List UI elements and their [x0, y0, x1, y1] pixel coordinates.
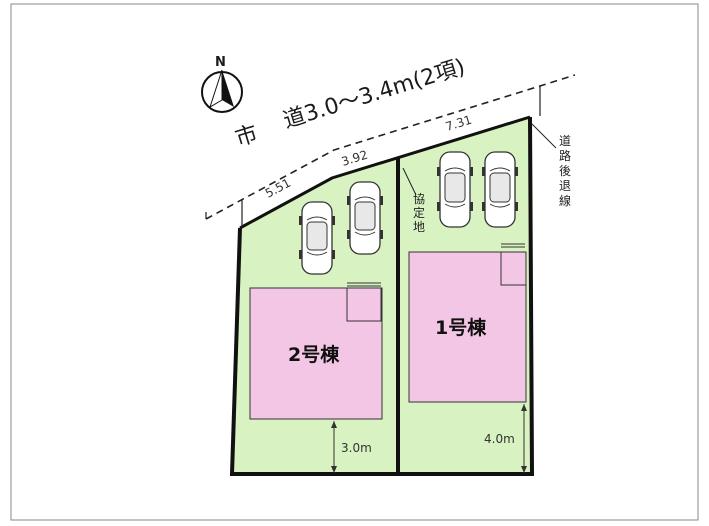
car-icon	[437, 151, 473, 228]
parking	[299, 151, 518, 275]
svg-text:線: 線	[559, 193, 571, 208]
road-edge	[205, 74, 576, 220]
svg-text:地: 地	[413, 220, 425, 234]
svg-text:協: 協	[413, 191, 425, 206]
car-icon	[299, 201, 335, 275]
building-lot1-label: 1号棟	[435, 316, 487, 339]
setback-dimension-lot1	[521, 404, 527, 473]
car-icon	[482, 151, 518, 228]
car-icon	[347, 181, 383, 255]
lot-boundary-outer	[229, 116, 535, 476]
svg-text:路: 路	[559, 148, 571, 163]
setback-label-lot2: 3.0m	[341, 441, 372, 455]
setback-dimension-lot2	[331, 421, 337, 473]
north-label: N	[215, 55, 226, 70]
agreement-land-label: 協 定 地	[413, 191, 425, 234]
agreement-land-leader	[402, 167, 417, 196]
svg-text:後: 後	[559, 164, 571, 178]
setback-line-leader	[531, 123, 557, 149]
road-setback-boundary	[239, 115, 531, 230]
road-setback-line-label: 道 路 後 退 線	[559, 134, 571, 208]
svg-text:退: 退	[559, 179, 571, 193]
building-lot2-label: 2号棟	[288, 343, 340, 366]
building-lot2-annex	[346, 287, 382, 322]
north-arrow-icon	[201, 69, 243, 113]
setback-label-lot1: 4.0m	[484, 432, 515, 446]
svg-text:道: 道	[559, 134, 571, 148]
svg-text:定: 定	[413, 205, 425, 220]
building-lot1-annex	[500, 251, 527, 286]
